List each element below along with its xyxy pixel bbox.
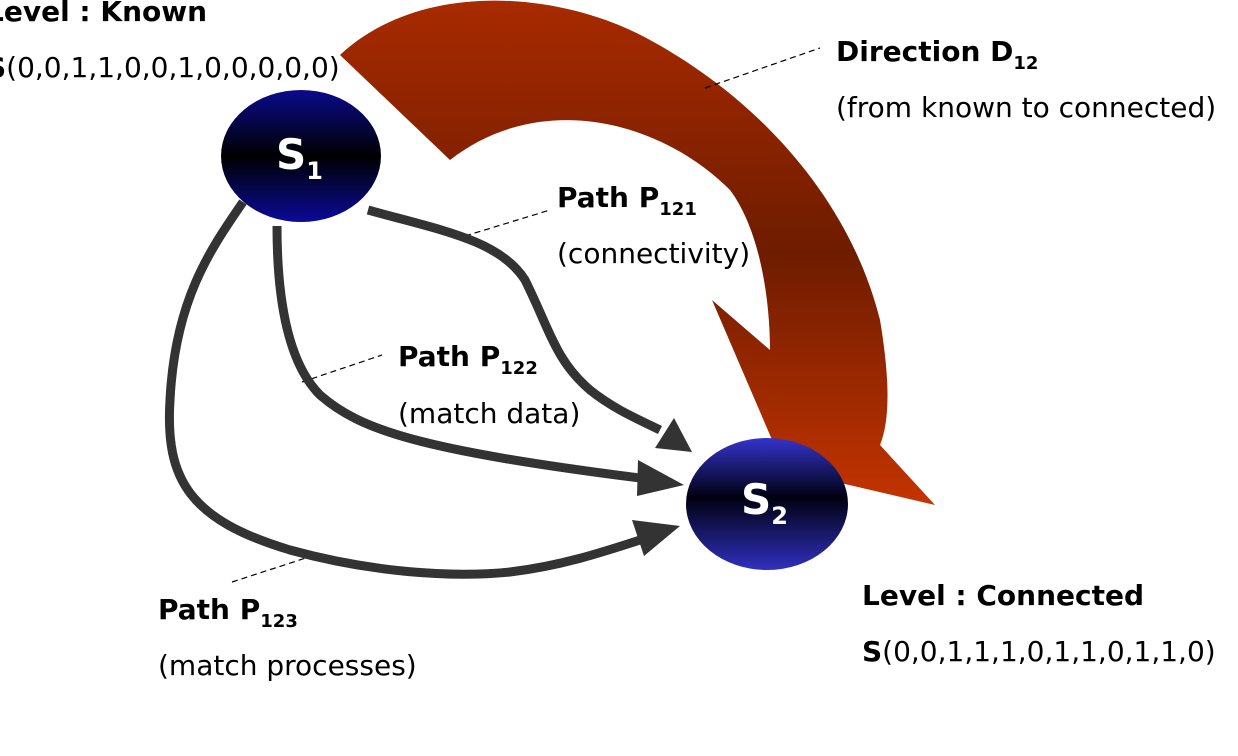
path-123-leader-line [231,554,316,583]
level-known-title: Level : Known [0,0,208,28]
path-121-curve [366,205,663,435]
path-123-arrowhead [632,520,680,556]
path-122-curve [272,225,641,483]
path-123-description: (match processes) [158,649,417,682]
path-122-arrowhead [637,460,684,496]
direction-title-sub: 12 [1013,53,1039,74]
path-121-title: Path P121 [557,181,697,219]
path-122-leader-line [301,354,383,383]
path-122-description: (match data) [398,397,581,430]
path-122-title-sub: 122 [500,358,538,379]
node-s2-name: S [741,475,772,524]
path-123-title-text: Path P [158,593,261,626]
path-123-title: Path P123 [158,593,298,631]
level-known-state: S(0,0,1,1,0,0,1,0,0,0,0,0) [0,54,340,82]
node-s1-label: S1 [276,134,323,184]
node-s1-sub: 1 [306,157,323,185]
level-connected-state-values: (0,0,1,1,1,0,1,1,0,1,1,0) [882,635,1216,668]
node-s2-sub: 2 [771,502,788,530]
path-121-arrowhead [655,418,692,452]
path-121-leader-line [464,209,551,237]
path-121-title-text: Path P [557,181,660,214]
direction-leader-line [704,47,821,89]
node-s1[interactable] [221,90,381,222]
path-123-title-sub: 123 [260,611,298,632]
direction-description: (from known to connected) [836,91,1217,124]
direction-title: Direction D12 [836,35,1038,73]
path-122-title-text: Path P [398,340,501,373]
node-s2[interactable] [686,438,848,570]
level-known-state-values: (0,0,1,1,0,0,1,0,0,0,0,0) [6,51,340,84]
path-121-title-sub: 121 [659,199,697,220]
level-connected-state-prefix: S [862,635,883,668]
direction-title-text: Direction D [836,35,1014,68]
level-known-state-prefix: S [0,51,6,84]
level-connected-title: Level : Connected [862,579,1145,612]
node-s2-label: S2 [741,479,788,529]
path-121-description: (connectivity) [557,237,751,270]
level-connected-state: S(0,0,1,1,1,0,1,1,0,1,1,0) [862,638,1216,666]
path-123-curve [164,199,642,579]
node-s1-name: S [276,130,307,179]
direction-arrow [340,0,935,506]
path-122-title: Path P122 [398,340,538,378]
